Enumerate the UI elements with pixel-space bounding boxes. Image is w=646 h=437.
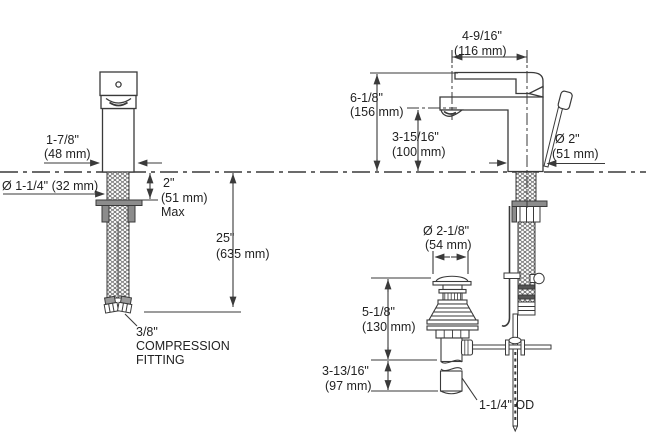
handle-button: [115, 81, 122, 88]
drain-neck: [442, 284, 463, 291]
drain-flange-dome: [435, 275, 469, 283]
label-fitting-size: 3/8": [136, 325, 158, 339]
side-shank: [515, 171, 537, 203]
clevis-strap: [512, 313, 518, 427]
label-drain-upper-imperial: 5-1/8": [362, 305, 395, 319]
drain-threaded-column: [442, 292, 463, 301]
side-mounting-bracket: [511, 206, 517, 223]
label-fitting-word2: FITTING: [136, 353, 185, 367]
labels: 1-7/8" (48 mm) Ø 1-1/4" (32 mm) 2" (51 m…: [2, 29, 599, 412]
pipe-bottom-curve: [440, 390, 463, 395]
spout-mouth-outer: [105, 97, 132, 104]
label-spout-height-metric: (100 mm): [392, 145, 445, 159]
drain-thread-lines: [444, 293, 461, 300]
label-hole-diameter: Ø 1-1/4" (32 mm): [2, 179, 98, 193]
lever-hinge-wedge: [527, 85, 544, 98]
joystick-knob: [557, 90, 573, 111]
label-reach-metric: (116 mm): [454, 44, 507, 58]
label-supply-imperial: 25": [216, 231, 234, 245]
od-leader: [461, 377, 478, 401]
pipe-break-upper: [440, 359, 463, 364]
label-drain-upper-metric: (130 mm): [362, 320, 415, 334]
faucet-side-view: [439, 71, 573, 173]
dim-flange-ext: [432, 251, 469, 274]
dimension-lines: [3, 50, 605, 401]
aerator-lip: [443, 110, 457, 115]
clevis-thumbscrew: [533, 272, 545, 285]
drain-tailpiece: [440, 337, 463, 363]
drain-bell-ribs: [431, 307, 474, 317]
mounting-nut-left: [101, 205, 110, 223]
faucet-front-view: [99, 71, 138, 173]
label-flange-metric: (54 mm): [425, 238, 472, 252]
front-supply-assembly: [95, 171, 143, 314]
faucet-front-spout-block: [100, 94, 137, 110]
spring-clip-dome: [508, 336, 522, 345]
pipe-break-lower: [440, 367, 463, 372]
label-deck-qualifier: Max: [161, 205, 185, 219]
clevis-strap-tip: [512, 425, 518, 433]
label-tailpiece-od: 1-1/4" OD: [479, 398, 534, 412]
side-underdeck-assembly: [466, 171, 552, 433]
pivot-ball-nut: [460, 339, 474, 356]
spout-mouth-inner: [109, 101, 128, 107]
label-flange-imperial: Ø 2-1/8": [423, 224, 469, 238]
lift-rod: [501, 206, 511, 327]
label-spout-width-metric: (48 mm): [44, 147, 91, 161]
drain-upper-band: [437, 299, 468, 305]
pivot-nut-ribs: [464, 340, 469, 355]
side-mounting-nut: [519, 206, 541, 223]
label-spout-width-imperial: 1-7/8": [46, 133, 79, 147]
dim-reach-ticks: [451, 50, 528, 63]
label-deck-metric: (51 mm): [161, 191, 208, 205]
fitting-leader: [124, 313, 138, 327]
drain-assembly: [426, 275, 479, 395]
hose-clamp-lower: [518, 294, 535, 300]
label-reach-imperial: 4-9/16": [462, 29, 502, 43]
drain-washer-lower: [426, 325, 479, 331]
label-fitting-word1: COMPRESSION: [136, 339, 230, 353]
label-height-imperial: 6-1/8": [350, 91, 383, 105]
mounting-nut-right: [127, 205, 136, 223]
clevis-arm: [503, 272, 521, 279]
label-height-metric: (156 mm): [350, 105, 403, 119]
drain-lower-pipe: [439, 370, 463, 392]
spring-clip-left-ear: [505, 339, 510, 356]
faucet-side-lever: [454, 71, 544, 95]
label-body-diameter-imperial: Ø 2": [555, 132, 580, 146]
mounting-washer-plate: [95, 199, 143, 206]
hose-clamp-upper: [518, 284, 535, 290]
label-drain-lower-metric: (97 mm): [325, 379, 372, 393]
faucet-front-body: [101, 107, 135, 173]
locknut-facets: [443, 330, 462, 338]
label-spout-height-imperial: 3-15/16": [392, 130, 439, 144]
compression-fitting-left: [103, 295, 120, 314]
label-supply-metric: (635 mm): [216, 247, 269, 261]
drain-washer-upper: [426, 319, 479, 325]
hose-end-fitting: [517, 301, 536, 316]
compression-fitting-right: [116, 295, 133, 314]
spring-clip-right-ear: [520, 339, 525, 356]
label-body-diameter-metric: (51 mm): [552, 147, 599, 161]
label-deck-imperial: 2": [163, 176, 174, 190]
side-mounting-plate: [511, 200, 548, 207]
label-drain-lower-imperial: 3-13/16": [322, 364, 369, 378]
